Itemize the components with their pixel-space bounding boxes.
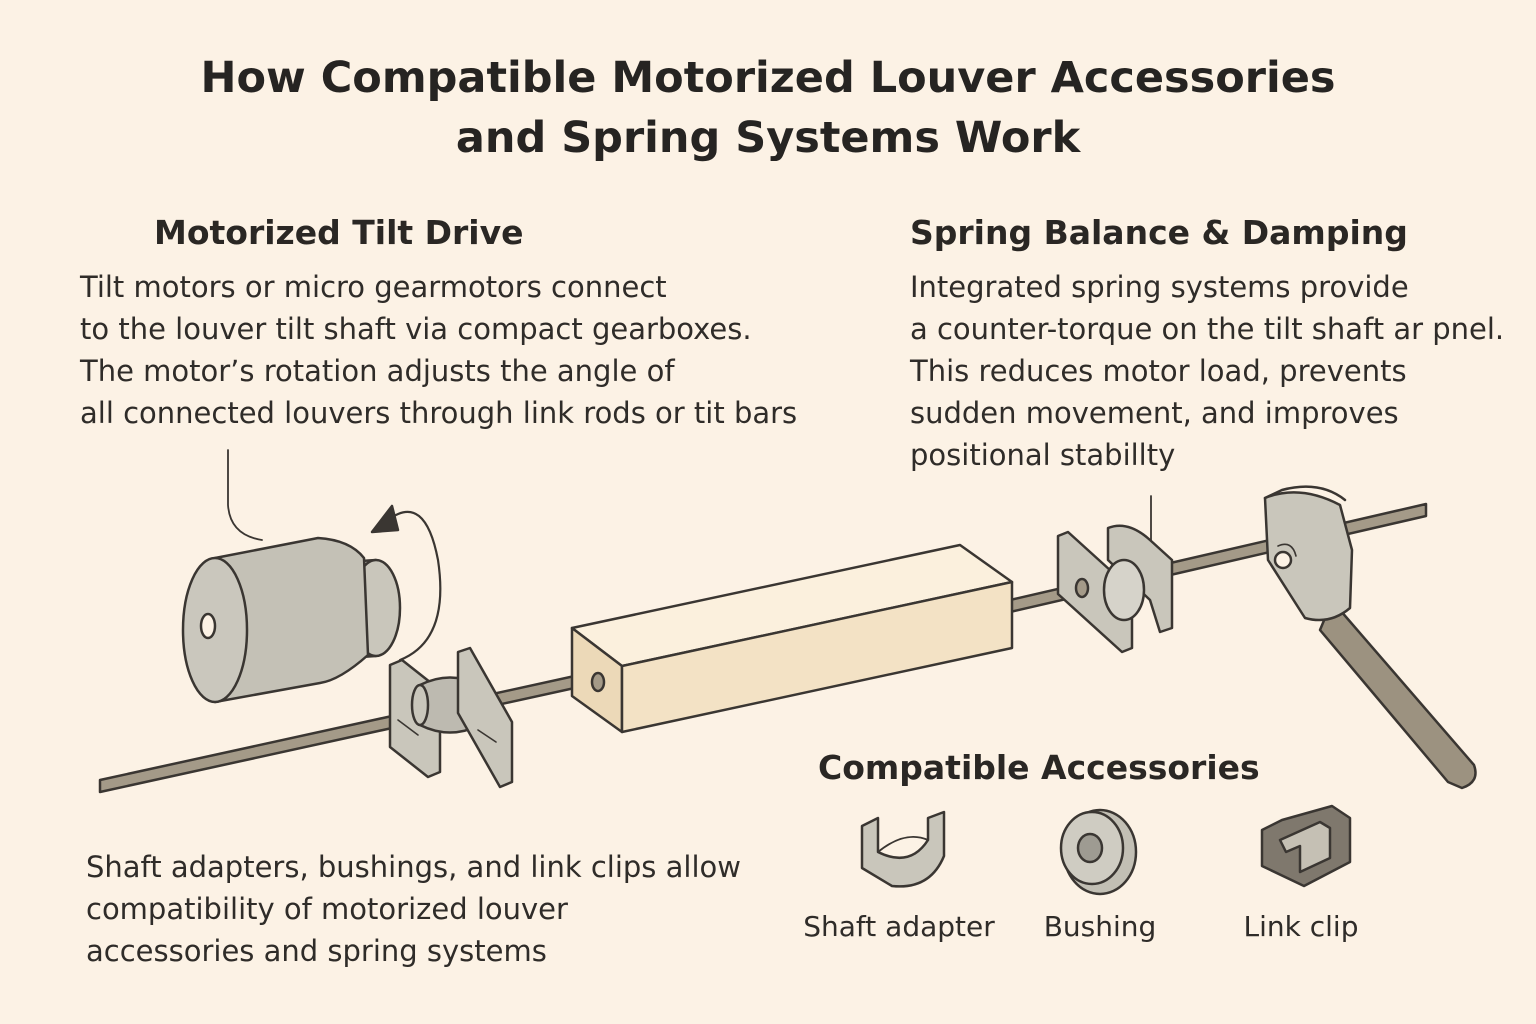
link-clip-label: Link clip — [1220, 910, 1382, 944]
bushing-icon — [1061, 810, 1136, 894]
tilt-crank-icon — [1265, 487, 1476, 788]
shaft-adapter-icon — [862, 812, 944, 886]
compat-text-line: compatibility of motorized louver — [86, 888, 741, 930]
shaft-adapter-label: Shaft adapter — [780, 910, 1018, 944]
spring-bracket-icon — [1058, 526, 1172, 652]
link-clip-icon — [1262, 806, 1350, 886]
compat-text-line: accessories and spring systems — [86, 930, 741, 972]
motor-leader-line — [228, 450, 262, 540]
bushing-label: Bushing — [1020, 910, 1180, 944]
tilt-motor-icon — [183, 538, 400, 702]
compat-text-line: Shaft adapters, bushings, and link clips… — [86, 846, 741, 888]
tilt-shaft-left — [100, 670, 602, 792]
gearbox-bracket-icon — [390, 648, 512, 787]
louver-block-icon — [572, 545, 1012, 732]
accessories-heading: Compatible Accessories — [818, 748, 1260, 788]
compatibility-note: Shaft adapters, bushings, and link clips… — [86, 846, 741, 972]
